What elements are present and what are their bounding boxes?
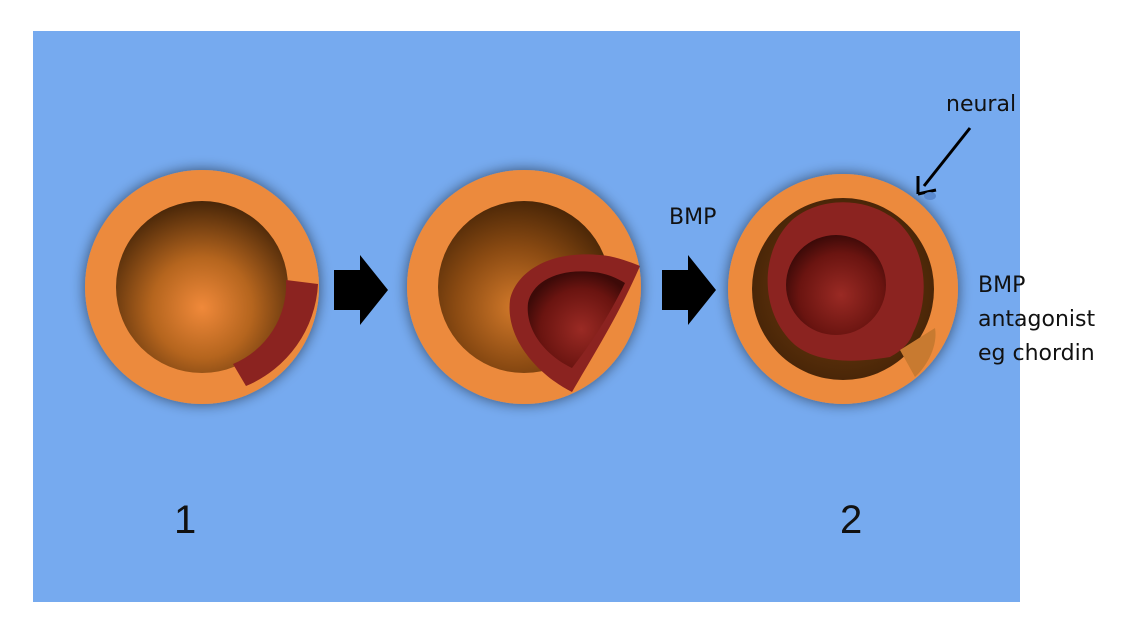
neural-pointer-line xyxy=(922,127,972,187)
label-neural: neural xyxy=(946,92,1017,117)
embryo-1-blastocoel xyxy=(116,201,288,373)
arrow-2-icon xyxy=(662,255,716,325)
stage-number-2: 2 xyxy=(840,498,863,542)
embryo-2-inner-fold xyxy=(527,271,625,368)
label-bmp-antagonist-1: BMP xyxy=(978,273,1026,298)
embryo-3-inner-core xyxy=(786,235,886,335)
stage-number-1: 1 xyxy=(174,498,197,542)
label-bmp-antagonist-3: eg chordin xyxy=(978,341,1095,366)
label-bmp: BMP xyxy=(669,205,717,230)
label-bmp-antagonist-2: antagonist xyxy=(978,307,1096,332)
embryo-3-organizer xyxy=(900,328,936,377)
embryo-1-mesoderm xyxy=(233,280,318,386)
neural-tissue-spot xyxy=(924,192,936,200)
arrow-1-icon xyxy=(334,255,388,325)
neural-pointer-arrowhead-icon xyxy=(916,176,937,196)
